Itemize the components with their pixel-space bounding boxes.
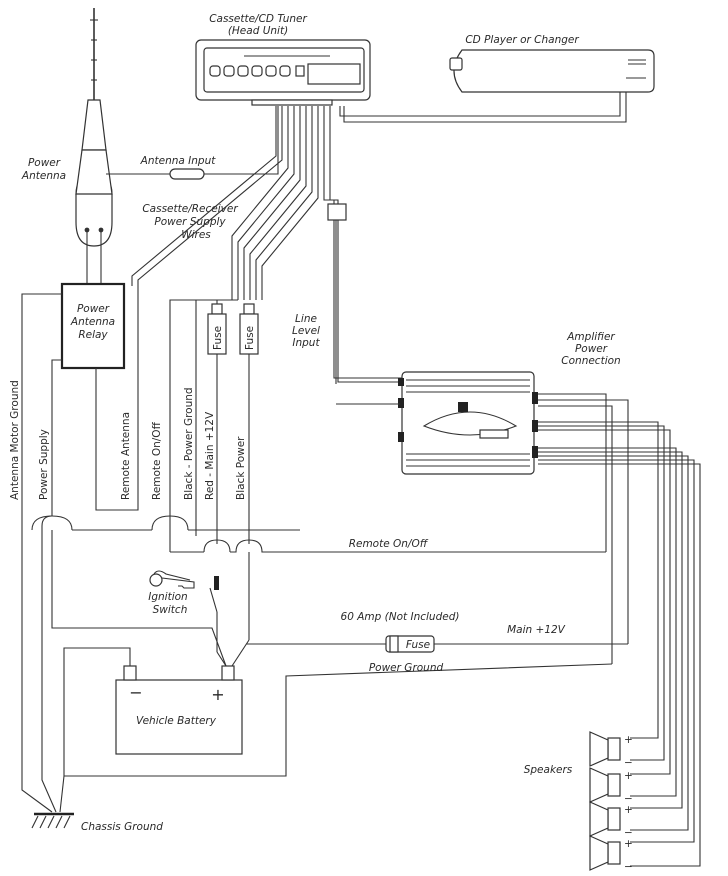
power-antenna-relay (60, 282, 126, 370)
line-level-label-2: Level (292, 325, 320, 337)
relay-label-2: Antenna (70, 316, 115, 328)
antenna-motor-ground-wire (21, 293, 62, 813)
speaker-1 (589, 731, 621, 767)
ignition-label-2: Switch (153, 604, 188, 616)
remote-on-off-line (230, 539, 606, 553)
remote-on-off-vert-label: Remote On/Off (151, 421, 163, 500)
ignition-label-1: Ignition (148, 591, 187, 603)
head-unit-buttons (209, 65, 305, 77)
speaker-4-minus: − (624, 861, 633, 873)
fuse-1-label: Fuse (212, 326, 224, 350)
red-main-label: Red - Main +12V (204, 411, 216, 500)
power-antenna-label-2: Antenna (21, 170, 66, 182)
main-fuse-label: Fuse (406, 639, 430, 651)
chassis-ground-label: Chassis Ground (81, 821, 163, 833)
relay-label-3: Relay (78, 329, 108, 341)
remote-antenna-label: Remote Antenna (120, 412, 132, 500)
amplifier (398, 371, 538, 475)
speaker-1-plus: + (624, 734, 633, 746)
vehicle-battery (115, 665, 243, 755)
speaker-3 (589, 801, 621, 837)
vehicle-battery-label: Vehicle Battery (136, 715, 217, 727)
black-power-label: Black Power (235, 436, 247, 500)
main-12v-label: Main +12V (507, 624, 566, 636)
power-supply-wire (51, 359, 62, 516)
head-unit-title: Cassette/CD Tuner (209, 13, 307, 25)
amp-power-label-2: Power (575, 343, 608, 355)
head-unit-subtitle: (Head Unit) (228, 25, 288, 37)
antenna-input-label: Antenna Input (140, 155, 217, 167)
speaker-2-plus: + (624, 770, 633, 782)
speaker-2-minus: − (624, 793, 633, 805)
power-wires-label-2: Power Supply (154, 216, 226, 228)
amp-power-wires (538, 393, 629, 664)
fuse-red (207, 300, 227, 544)
line-level-label-1: Line (295, 313, 317, 325)
amp-power-label-1: Amplifier (566, 331, 615, 343)
amp-60-label: 60 Amp (Not Included) (341, 611, 460, 623)
fuse-2-label: Fuse (244, 326, 256, 350)
power-ground-label: Power Ground (369, 662, 444, 674)
antenna-motor-ground-label: Antenna Motor Ground (9, 380, 21, 500)
speakers-label: Speakers (524, 764, 573, 776)
black-power-ground-label: Black - Power Ground (183, 387, 195, 500)
speaker-1-minus: − (624, 757, 633, 769)
head-unit (195, 39, 371, 106)
power-antenna-label-1: Power (28, 157, 61, 169)
battery-plus: + (211, 685, 224, 704)
black-ground-wire (195, 299, 238, 536)
cd-changer (449, 49, 655, 93)
battery-minus: − (129, 683, 142, 702)
power-wires-label-1: Cassette/Receiver (142, 203, 238, 215)
power-supply-to-ignition (51, 530, 227, 667)
speaker-4-plus: + (624, 838, 633, 850)
speaker-wires (538, 421, 701, 867)
speaker-2 (589, 767, 621, 803)
speaker-4 (589, 835, 621, 871)
cd-changer-label: CD Player or Changer (465, 34, 579, 46)
speaker-3-minus: − (624, 827, 633, 839)
relay-label-1: Power (77, 303, 110, 315)
power-antenna (75, 8, 113, 284)
remote-on-off-label: Remote On/Off (349, 538, 429, 550)
fuse-black (239, 303, 259, 544)
chassis-ground (31, 775, 74, 829)
speaker-3-plus: + (624, 804, 633, 816)
head-unit-display (307, 63, 361, 85)
cd-cable (339, 92, 621, 117)
amp-power-label-3: Connection (561, 355, 620, 367)
antenna-connector (169, 168, 205, 180)
line-level-label-3: Input (292, 337, 320, 349)
power-wire-bundle (231, 106, 319, 300)
power-supply-label: Power Supply (38, 429, 50, 500)
line-level-cable (323, 106, 406, 384)
remote-antenna-wire (95, 106, 283, 511)
